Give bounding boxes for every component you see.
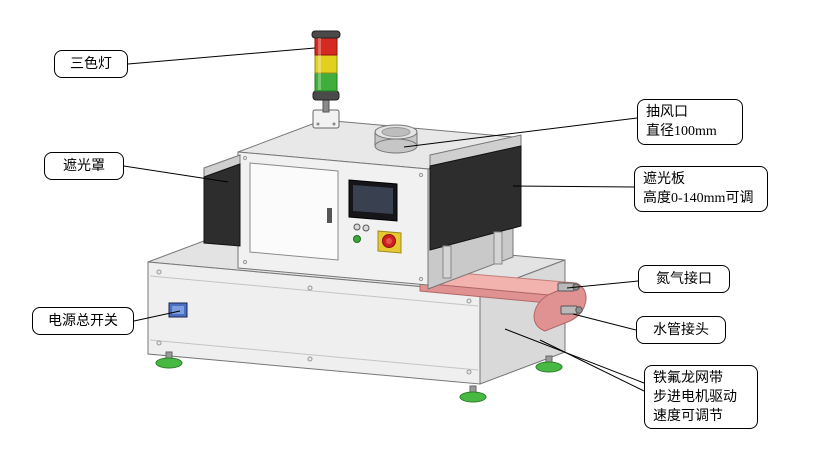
- exhaust-opening: [381, 127, 411, 137]
- leader-exhaust-port: [403, 117, 638, 148]
- tower-base-disc: [312, 90, 340, 101]
- callout-label: 遮光罩: [63, 158, 105, 174]
- leader-shade-plate: [512, 185, 635, 188]
- leader-power-switch: [133, 310, 181, 322]
- callout-label: 水管接头: [653, 322, 709, 338]
- leader-lines: [123, 47, 645, 392]
- left-shade-hood: [203, 154, 241, 247]
- base-groove-top: [149, 275, 479, 307]
- callout-label-line: 步进电机驱动: [653, 390, 737, 405]
- water-fitting: [560, 305, 583, 315]
- callout-power-switch: 电源总开关: [32, 307, 134, 335]
- callout-label-line: 铁氟龙网带: [653, 371, 723, 386]
- right-shade-plate: [429, 134, 522, 279]
- tower-highlight: [318, 38, 321, 90]
- callout-shade-plate: 遮光板 高度0-140mm可调: [634, 166, 768, 212]
- control-screen: [353, 185, 393, 214]
- leader-water-connector: [572, 313, 637, 331]
- callout-label-line: 速度可调节: [653, 409, 723, 424]
- callout-label-line: 抽风口: [646, 105, 688, 120]
- callout-water-connector: 水管接头: [636, 316, 726, 344]
- shade-plate-post-left: [442, 245, 452, 279]
- tower-flange: [312, 109, 340, 129]
- emergency-stop-highlight: [386, 238, 392, 244]
- callout-label-line: 高度0-140mm可调: [643, 191, 754, 206]
- belt-roller-end: [533, 282, 587, 332]
- power-switch: [168, 302, 188, 318]
- callout-label: 三色灯: [70, 56, 112, 72]
- callout-label-line: 直径100mm: [646, 124, 717, 139]
- leader-belt-lower: [539, 339, 645, 392]
- foot-left: [155, 351, 183, 369]
- shade-plate-panel: [429, 145, 522, 251]
- callout-label: 电源总开关: [48, 313, 118, 329]
- shade-plate-post-right: [493, 231, 503, 265]
- door-panel: [249, 162, 339, 261]
- leader-nitrogen-port: [566, 280, 639, 289]
- base-groove-bottom: [149, 339, 479, 371]
- door-handle: [327, 208, 332, 223]
- callout-tricolor-light: 三色灯: [54, 50, 128, 78]
- callout-exhaust-port: 抽风口 直径100mm: [637, 99, 743, 145]
- left-hood-panel: [203, 163, 241, 247]
- tower-light: [311, 30, 341, 129]
- suction-feet: [155, 351, 563, 403]
- body-screws: [242, 155, 424, 282]
- callout-label-line: 遮光板: [643, 172, 685, 187]
- leader-tricolor-light: [127, 47, 316, 65]
- tower-cap: [311, 30, 341, 39]
- callout-belt: 铁氟龙网带 步进电机驱动 速度可调节: [644, 365, 758, 429]
- callout-nitrogen-port: 氮气接口: [638, 265, 730, 293]
- green-button: [353, 235, 361, 243]
- callout-shade-cover: 遮光罩: [44, 152, 124, 180]
- control-buttons: [353, 223, 370, 243]
- leader-shade-cover: [123, 165, 229, 183]
- base-screws: [156, 269, 472, 375]
- conveyor-belt: [419, 271, 587, 332]
- foot-right: [535, 355, 563, 373]
- exhaust-cylinder: [374, 124, 418, 154]
- leader-belt-upper: [504, 328, 645, 384]
- foot-center: [459, 385, 487, 403]
- tower-pole: [322, 98, 330, 113]
- callout-label: 氮气接口: [656, 271, 712, 287]
